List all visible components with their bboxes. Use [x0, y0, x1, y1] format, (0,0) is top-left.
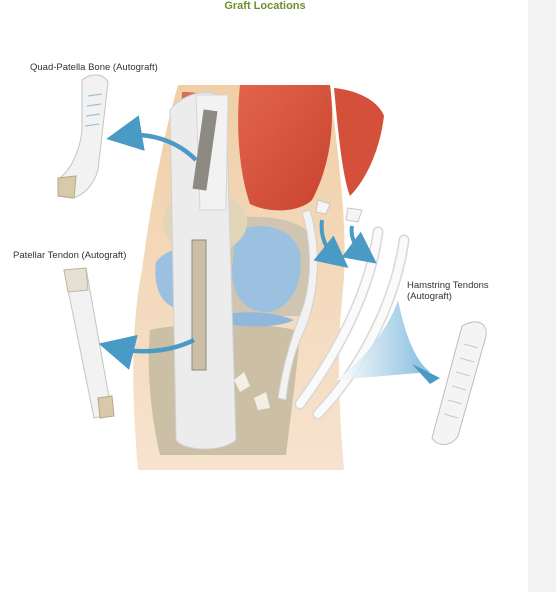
tibial-spine — [234, 372, 250, 392]
patellar-graft-plug-top — [63, 267, 89, 293]
quad-graft-striations — [84, 93, 103, 127]
patellar-harvest-slot — [191, 239, 207, 371]
vastus-muscle — [334, 88, 384, 196]
hamstring-arrow-2 — [341, 225, 377, 264]
tibial-spine-2 — [254, 392, 270, 410]
patellar-tendon-label: Patellar Tendon (Autograft) — [13, 250, 127, 261]
femur-cartilage-right — [232, 226, 301, 313]
patellar-arrow — [98, 334, 196, 370]
quad-graft-bone-plug — [57, 175, 77, 199]
quad-harvest-slot — [192, 109, 218, 191]
quad-patella-graft — [57, 74, 109, 199]
hamstring-harvest-strip — [277, 209, 318, 401]
diagram-title: Graft Locations — [224, 0, 306, 12]
hamstring-stump-2 — [345, 207, 363, 223]
hamstring-graft-lines — [443, 343, 479, 419]
hamstring-stump-1 — [315, 199, 331, 215]
hamstring-tendon-2-core — [314, 236, 408, 418]
hamstring-label-line1: Hamstring Tendons — [407, 280, 489, 291]
hamstring-graft — [431, 321, 487, 445]
quad-patella-label: Quad-Patella Bone (Autograft) — [30, 62, 158, 73]
hamstring-label-line2: (Autograft) — [407, 291, 452, 302]
hamstring-fan — [336, 300, 430, 380]
hamstring-fan-arrow — [412, 364, 440, 384]
quad-arrow — [106, 115, 198, 162]
hamstring-arrow-1 — [313, 219, 349, 269]
patellar-graft-plug-bottom — [97, 395, 115, 419]
quadriceps-muscle — [238, 85, 332, 211]
hamstring-tendons-label: Hamstring Tendons (Autograft) — [407, 280, 489, 302]
page-edge-strip — [528, 0, 556, 592]
